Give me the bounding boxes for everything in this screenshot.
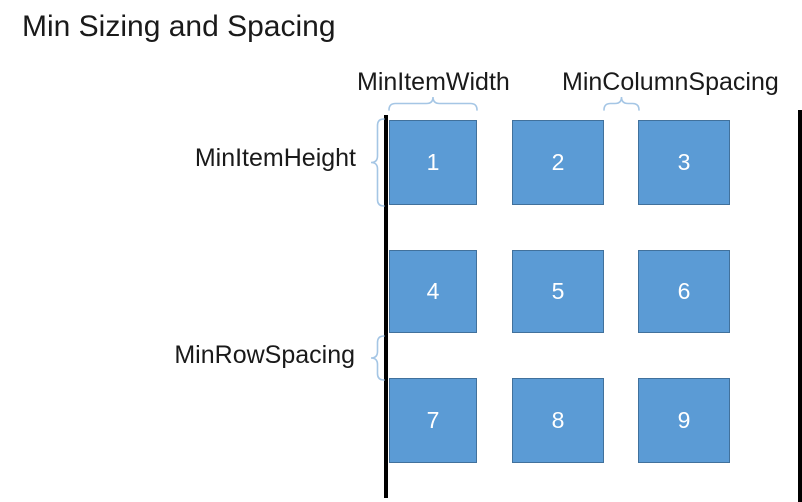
right-boundary-line [798,110,802,502]
label-min-column-spacing: MinColumnSpacing [562,68,779,96]
grid-item-7: 7 [389,378,477,463]
grid-item-4: 4 [389,250,477,333]
page-title: Min Sizing and Spacing [22,10,336,43]
grid-item-6: 6 [638,250,730,333]
label-min-row-spacing: MinRowSpacing [174,341,355,369]
grid-item-2: 2 [512,120,604,205]
grid-item-8: 8 [512,378,604,463]
grid-item-3: 3 [638,120,730,205]
grid-item-1: 1 [389,120,477,205]
label-min-item-height: MinItemHeight [194,144,356,172]
left-boundary-line [384,115,388,498]
min-column-spacing-brace [603,96,640,111]
min-item-height-brace [370,118,385,207]
min-row-spacing-brace [370,335,385,381]
label-min-item-width: MinItemWidth [357,68,510,96]
min-item-width-brace [388,96,478,111]
grid-item-5: 5 [512,250,604,333]
grid-item-9: 9 [638,378,730,463]
